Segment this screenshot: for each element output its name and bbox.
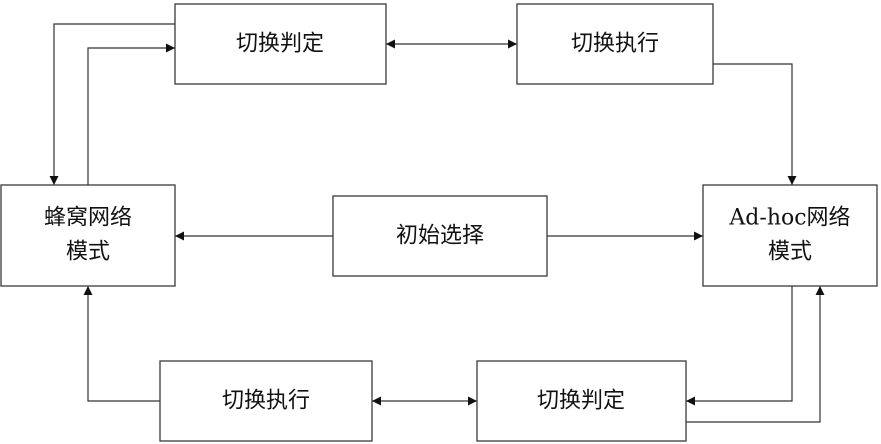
edge-bottomleft-to-cellular — [88, 286, 160, 401]
node-initial-selection: 初始选择 — [333, 196, 547, 276]
node-decision-bottom-label: 切换判定 — [537, 389, 625, 414]
node-execution-bottom: 切换执行 — [160, 361, 372, 441]
node-decision-bottom: 切换判定 — [477, 361, 686, 441]
node-execution-top-label: 切换执行 — [571, 32, 659, 57]
node-adhoc-mode: Ad-hoc网络 模式 — [703, 185, 877, 286]
node-cellular-mode: 蜂窝网络 模式 — [1, 185, 175, 286]
node-decision-top: 切换判定 — [175, 4, 386, 84]
node-decision-top-label: 切换判定 — [236, 32, 324, 57]
node-adhoc-mode-line1: Ad-hoc网络 — [728, 206, 850, 231]
node-execution-bottom-label: 切换执行 — [222, 389, 310, 414]
node-adhoc-mode-line2: 模式 — [768, 240, 812, 265]
node-cellular-mode-line1: 蜂窝网络 — [44, 206, 132, 231]
node-initial-selection-label: 初始选择 — [396, 224, 484, 249]
edge-adhoc-to-bottomright — [686, 286, 792, 401]
node-cellular-mode-line2: 模式 — [66, 240, 110, 265]
edge-cellular-to-topleft — [88, 48, 175, 185]
node-execution-top: 切换执行 — [517, 4, 713, 84]
